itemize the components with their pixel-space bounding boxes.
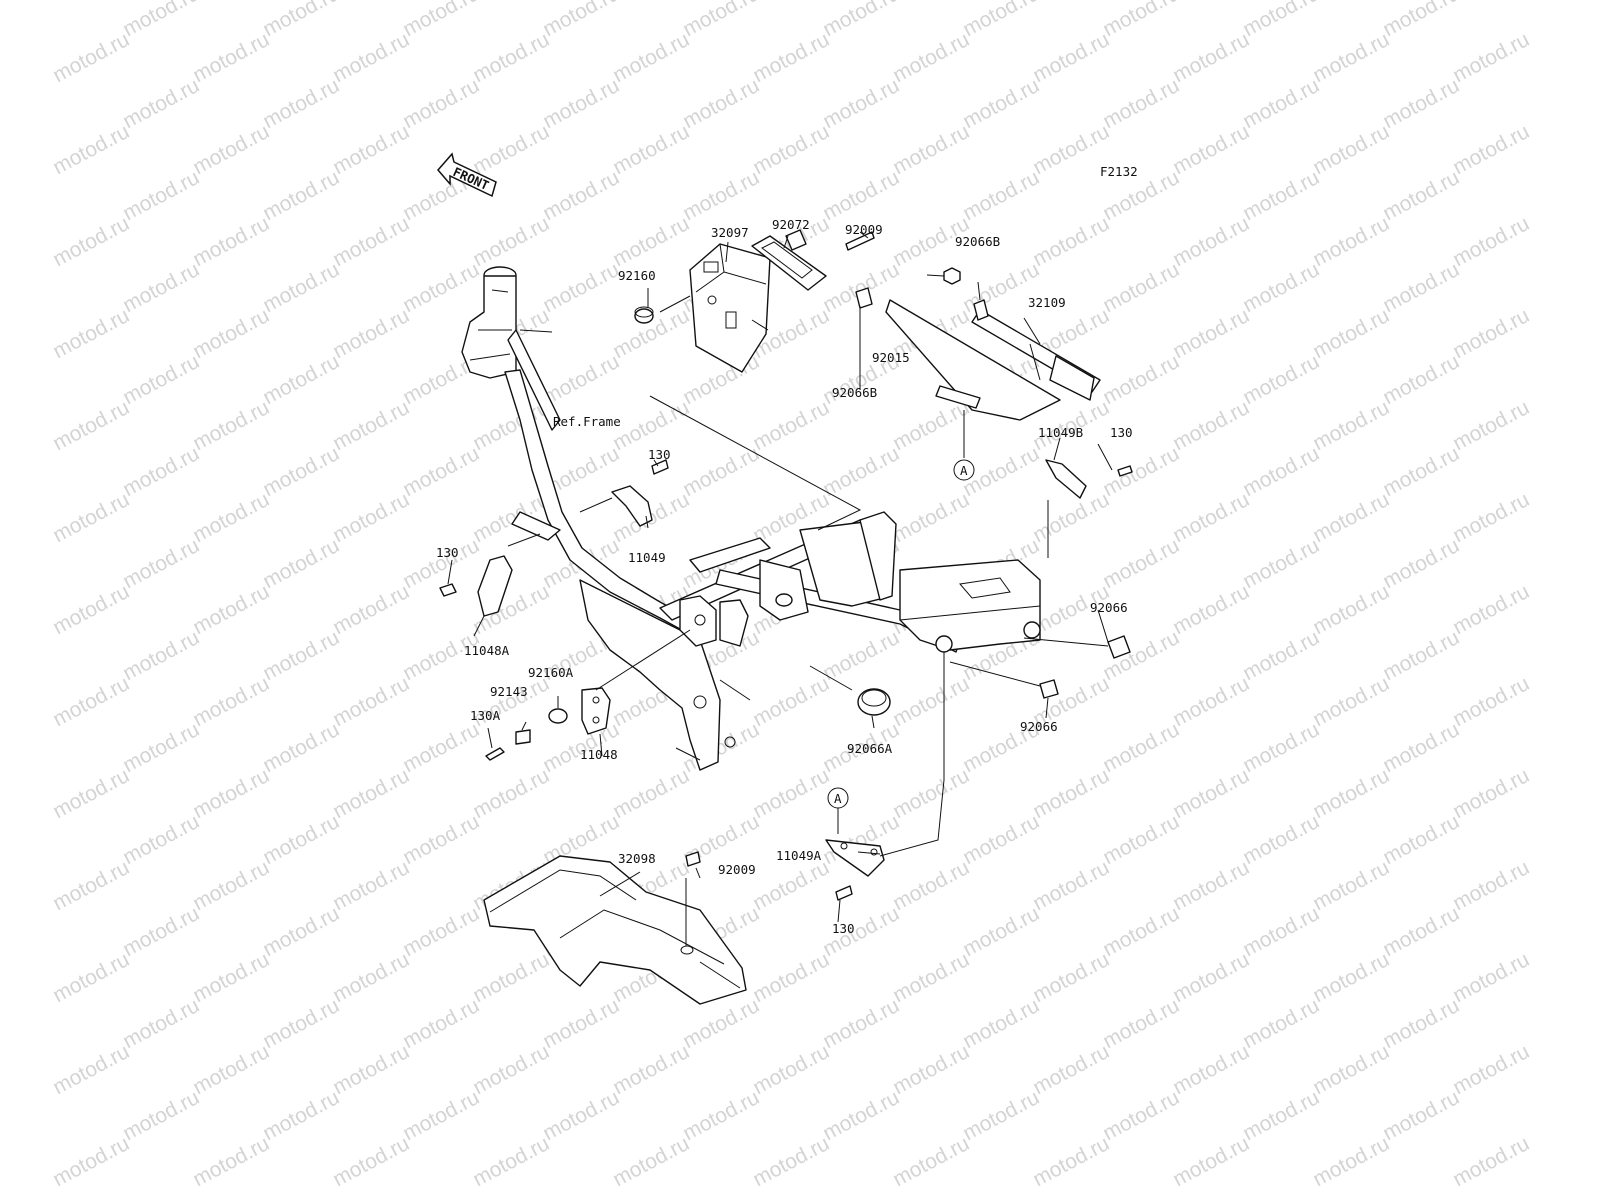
nut-92015 <box>943 267 961 285</box>
cap-92066-lower <box>1039 679 1059 699</box>
label-32109: 32109 <box>1028 295 1066 310</box>
label-11049: 11049 <box>628 550 666 565</box>
tray-32098 <box>483 855 747 1005</box>
bracket-11049A <box>825 839 885 901</box>
label-130-bottom: 130 <box>832 921 855 936</box>
bracket-11048 <box>581 687 611 735</box>
cap-92066B-top <box>973 299 989 321</box>
callout-a-upper: A <box>953 459 975 481</box>
front-label: FRONT <box>451 164 491 193</box>
figure-code: F2132 <box>1100 164 1138 179</box>
label-11048: 11048 <box>580 747 618 762</box>
label-92066A: 92066A <box>847 741 893 756</box>
label-11049B: 11049B <box>1038 425 1083 440</box>
cover-92072 <box>751 229 827 291</box>
label-92160: 92160 <box>618 268 656 283</box>
label-92066-right: 92066 <box>1090 600 1128 615</box>
label-92143: 92143 <box>490 684 528 699</box>
svg-text:A: A <box>960 463 968 478</box>
main-frame <box>461 266 1041 771</box>
guard-32109 <box>885 299 1101 421</box>
label-92160A: 92160A <box>528 665 574 680</box>
label-130A: 130A <box>470 708 501 723</box>
rubber-92160 <box>634 306 654 324</box>
bracket-11049B <box>1045 459 1133 499</box>
label-32098: 32098 <box>618 851 656 866</box>
label-ref-frame: Ref.Frame <box>553 414 621 429</box>
label-92066-lower: 92066 <box>1020 719 1058 734</box>
bracket-11049 <box>611 459 669 527</box>
bolt-92009-top <box>845 231 875 251</box>
box-32097 <box>689 243 771 373</box>
bolt-130A <box>485 747 505 761</box>
label-11048A: 11048A <box>464 643 510 658</box>
label-92066B-mid: 92066B <box>832 385 877 400</box>
label-92072: 92072 <box>772 217 810 232</box>
label-92066B-top: 92066B <box>955 234 1000 249</box>
cap-92066A <box>857 688 891 716</box>
label-92009-bottom: 92009 <box>718 862 756 877</box>
label-130-right: 130 <box>1110 425 1133 440</box>
cap-92066-right <box>1107 635 1131 659</box>
cap-92066B-mid <box>855 287 873 309</box>
label-130-left: 130 <box>436 545 459 560</box>
leader-lines <box>447 231 1113 946</box>
collar-92143 <box>515 729 531 745</box>
bolt-92009-bottom <box>685 851 701 867</box>
label-92015: 92015 <box>872 350 910 365</box>
label-92009-top: 92009 <box>845 222 883 237</box>
front-arrow-icon: FRONT <box>437 152 497 198</box>
rubber-92160A <box>548 708 568 724</box>
part-labels: 32097 92072 92009 92160 92066B 32109 920… <box>436 217 1133 936</box>
label-130-upper: 130 <box>648 447 671 462</box>
bracket-11048A <box>439 555 513 617</box>
callout-a-lower: A <box>827 787 849 809</box>
label-32097: 32097 <box>711 225 749 240</box>
label-11049A: 11049A <box>776 848 822 863</box>
svg-text:A: A <box>834 791 842 806</box>
